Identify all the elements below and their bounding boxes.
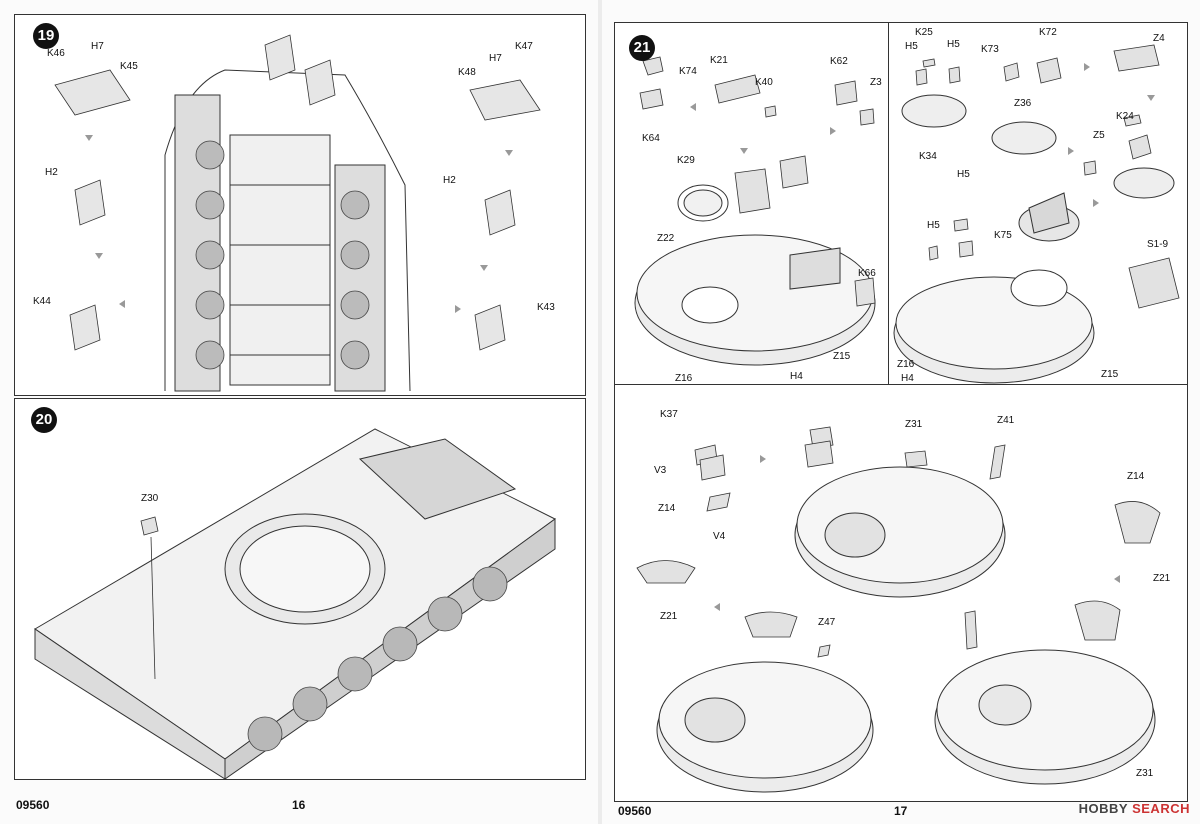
step-number: 20 bbox=[31, 407, 57, 433]
watermark-brand: HOBBY bbox=[1078, 801, 1129, 816]
part-label: K24 bbox=[1116, 111, 1134, 122]
part-label: K21 bbox=[710, 55, 728, 66]
page-number: 16 bbox=[292, 798, 306, 812]
part-label: Z47 bbox=[818, 617, 836, 628]
part-label: V3 bbox=[654, 465, 667, 476]
step-21-continued-panel: K25 H5 H5 K73 K72 Z4 Z36 K34 K24 Z5 H5 H… bbox=[888, 22, 1188, 386]
part-label: K46 bbox=[47, 48, 65, 59]
watermark-suffix: SEARCH bbox=[1132, 801, 1190, 816]
part-label: K73 bbox=[981, 44, 999, 55]
part-label: K34 bbox=[919, 151, 937, 162]
part-label: Z30 bbox=[141, 493, 159, 504]
part-label: K64 bbox=[642, 133, 660, 144]
part-label: Z16 bbox=[897, 359, 915, 370]
part-label: K25 bbox=[915, 27, 933, 38]
step-22-panel: K37 V3 V4 Z14 Z21 Z31 Z41 Z14 Z21 Z47 Z3… bbox=[614, 384, 1188, 802]
part-label: K47 bbox=[515, 41, 533, 52]
part-label: Z41 bbox=[997, 415, 1015, 426]
part-label: Z15 bbox=[1101, 369, 1119, 380]
part-label: Z15 bbox=[833, 351, 851, 362]
part-label: H2 bbox=[45, 167, 58, 178]
part-label: V4 bbox=[713, 531, 726, 542]
part-label: K72 bbox=[1039, 27, 1057, 38]
part-label: K45 bbox=[120, 61, 138, 72]
part-label: K66 bbox=[858, 268, 876, 279]
part-label: H4 bbox=[790, 371, 803, 382]
part-label: K29 bbox=[677, 155, 695, 166]
part-label: K48 bbox=[458, 67, 476, 78]
part-label: Z36 bbox=[1014, 98, 1032, 109]
kit-number: 09560 bbox=[16, 798, 50, 812]
step-19-illustration bbox=[54, 34, 541, 392]
part-label: H4 bbox=[901, 373, 914, 384]
step-21-panel: 21 K74 K21 K40 K62 Z3 K64 K29 Z22 K66 Z1… bbox=[614, 22, 890, 386]
part-label: K37 bbox=[660, 409, 678, 420]
part-label: K74 bbox=[679, 66, 697, 77]
part-label: Z31 bbox=[905, 419, 923, 430]
step-19-panel: 19 K46 H7 K45 H2 K44 K48 H7 K47 H2 K43 bbox=[14, 14, 586, 396]
step-21-illustration bbox=[634, 56, 876, 366]
step-20-panel: 20 Z30 bbox=[14, 398, 586, 780]
step-21-continued-illustration bbox=[893, 44, 1180, 384]
part-label: Z14 bbox=[658, 503, 676, 514]
part-label: Z21 bbox=[1153, 573, 1171, 584]
part-label: H2 bbox=[443, 175, 456, 186]
part-label: H5 bbox=[957, 169, 970, 180]
part-label: K44 bbox=[33, 296, 51, 307]
step-number: 21 bbox=[629, 35, 655, 61]
part-label: Z5 bbox=[1093, 130, 1105, 141]
step-20-illustration bbox=[34, 428, 556, 779]
instruction-page-16: 19 K46 H7 K45 H2 K44 K48 H7 K47 H2 K43 bbox=[0, 0, 598, 824]
part-label: K75 bbox=[994, 230, 1012, 241]
part-label: Z31 bbox=[1136, 768, 1154, 779]
part-label: S1-9 bbox=[1147, 239, 1169, 250]
instruction-page-17: 21 K74 K21 K40 K62 Z3 K64 K29 Z22 K66 Z1… bbox=[602, 0, 1200, 824]
page-number: 17 bbox=[894, 804, 908, 818]
part-label: H7 bbox=[91, 41, 104, 52]
part-label: H5 bbox=[947, 39, 960, 50]
part-label: K40 bbox=[755, 77, 773, 88]
part-label: H7 bbox=[489, 53, 502, 64]
spread-gutter bbox=[598, 0, 602, 824]
part-label: H5 bbox=[905, 41, 918, 52]
part-label: Z14 bbox=[1127, 471, 1145, 482]
part-label: Z22 bbox=[657, 233, 675, 244]
part-label: Z16 bbox=[675, 373, 693, 384]
step-22-illustration bbox=[636, 426, 1161, 793]
step-number: 19 bbox=[33, 23, 59, 49]
part-label: K43 bbox=[537, 302, 555, 313]
part-label: Z3 bbox=[870, 77, 882, 88]
kit-number: 09560 bbox=[618, 804, 652, 818]
part-label: K62 bbox=[830, 56, 848, 67]
part-label: Z21 bbox=[660, 611, 678, 622]
part-label: Z4 bbox=[1153, 33, 1165, 44]
part-label: H5 bbox=[927, 220, 940, 231]
